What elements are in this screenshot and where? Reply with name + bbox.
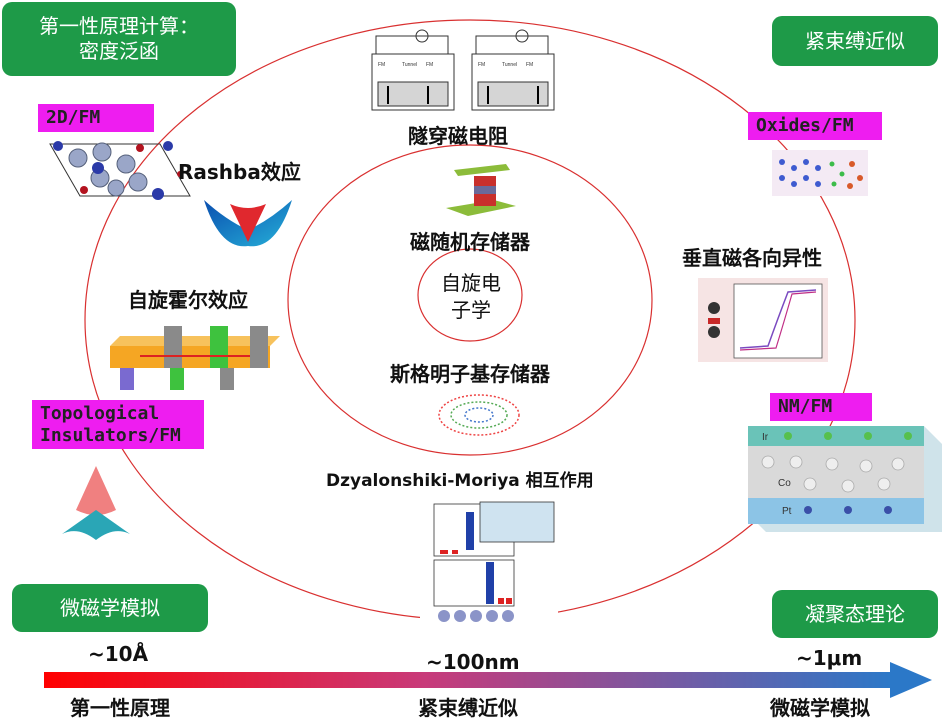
svg-text:Tunnel: Tunnel bbox=[402, 62, 417, 68]
svg-text:FM: FM bbox=[426, 62, 433, 68]
pma-label: 垂直磁各向异性 bbox=[682, 246, 822, 270]
skyrmion-label: 斯格明子基存储器 bbox=[390, 362, 550, 386]
dmi-label: Dzyalonshiki-Moriya 相互作用 bbox=[326, 471, 594, 491]
pma-image bbox=[698, 278, 828, 362]
scale-tick-100nm: ~100nm bbox=[426, 650, 520, 674]
svg-text:Ir: Ir bbox=[762, 432, 769, 443]
oxides-image bbox=[772, 150, 868, 196]
first-principles-box: 第一性原理计算： 密度泛函 bbox=[2, 2, 236, 76]
tunnel-mr-label: 隧穿磁电阻 bbox=[408, 124, 508, 148]
svg-text:FM: FM bbox=[526, 62, 533, 68]
svg-text:FM: FM bbox=[478, 62, 485, 68]
middle-ring bbox=[287, 144, 653, 456]
inner-ring bbox=[417, 248, 523, 342]
scale-tick-10a: ~10Å bbox=[88, 642, 149, 666]
svg-text:Tunnel: Tunnel bbox=[502, 62, 517, 68]
condensed-matter-box: 凝聚态理论 bbox=[772, 590, 938, 638]
spintronics-center-label: 自旋电 子学 bbox=[441, 271, 501, 322]
skyrmion-image bbox=[438, 394, 520, 436]
ti-cone-image bbox=[62, 466, 130, 540]
rashba-label: Rashba效应 bbox=[178, 160, 301, 184]
mram-image bbox=[446, 164, 516, 216]
axis-tight-binding: 紧束缚近似 bbox=[418, 696, 518, 720]
tight-binding-box: 紧束缚近似 bbox=[772, 16, 938, 66]
axis-first-principles: 第一性原理 bbox=[70, 696, 170, 720]
mram-label: 磁随机存储器 bbox=[410, 230, 530, 254]
tag-nm-fm: NM/FM bbox=[770, 393, 872, 421]
svg-text:FM: FM bbox=[378, 62, 385, 68]
svg-text:Co: Co bbox=[778, 478, 791, 489]
tag-oxides-fm: Oxides/FM bbox=[748, 112, 882, 140]
scale-tick-1um: ~1μm bbox=[796, 646, 863, 670]
length-scale-arrow bbox=[44, 662, 932, 698]
tag-topological-insulators: Topological Insulators/FM bbox=[32, 400, 204, 450]
2d-lattice-image bbox=[49, 141, 191, 200]
svg-text:Pt: Pt bbox=[782, 506, 792, 517]
tag-2d-fm: 2D/FM bbox=[38, 104, 154, 132]
axis-micromagnetics: 微磁学模拟 bbox=[770, 696, 870, 720]
spin-hall-image bbox=[100, 312, 284, 396]
micromagnetic-box: 微磁学模拟 bbox=[12, 584, 208, 632]
dmi-chart-image bbox=[420, 498, 558, 626]
tunnel-mr-image: FM Tunnel FM FM Tunnel FM bbox=[371, 29, 555, 111]
nm-fm-image: Ir Co Pt bbox=[748, 426, 942, 532]
rashba-cone-image bbox=[204, 200, 292, 247]
spin-hall-label: 自旋霍尔效应 bbox=[128, 288, 248, 312]
